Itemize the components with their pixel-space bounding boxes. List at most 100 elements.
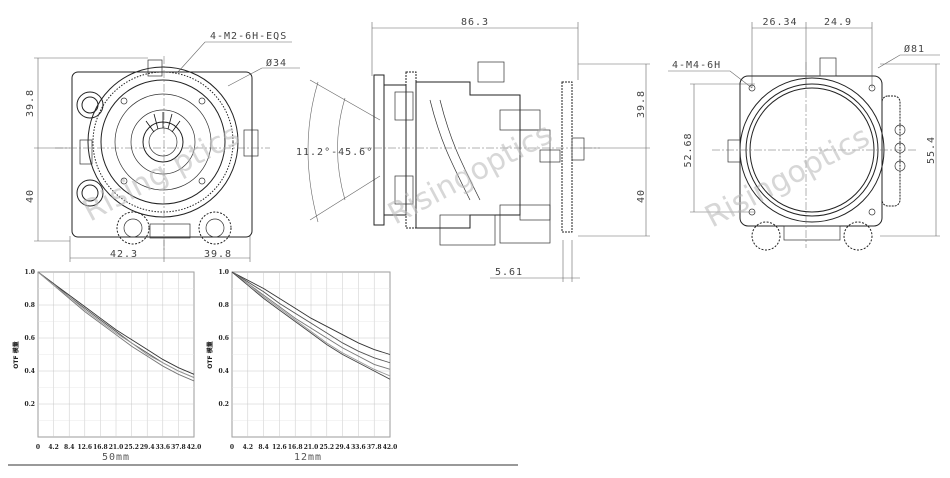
- rear-diameter: Ø81: [904, 43, 925, 55]
- x-tick-label: 37.8: [171, 444, 186, 451]
- x-tick-label: 25.2: [124, 444, 139, 451]
- front-screw-3: [120, 177, 128, 185]
- front-knob-top-left-inner: [81, 96, 99, 114]
- y-tick-label: 1.0: [219, 269, 229, 276]
- front-gear-left: [116, 211, 150, 245]
- dim-front-left: 42.3: [110, 249, 138, 260]
- side-dim-bottom: 40: [636, 189, 647, 203]
- front-knob-top-left: [76, 91, 104, 119]
- fov-ray-top: [309, 79, 381, 121]
- side-rear-stub: [571, 137, 585, 161]
- side-dim-top: 39.8: [636, 90, 647, 118]
- front-center-iris: [145, 112, 181, 133]
- front-ring-2: [114, 93, 212, 191]
- front-diameter: Ø34: [266, 57, 287, 69]
- x-tick-label: 42.0: [187, 444, 202, 451]
- x-tick-label: 4.2: [48, 444, 58, 451]
- side-view: 86.3 11.2°-45.6° 39.8 40 5.61: [296, 17, 650, 282]
- series-line: [231, 271, 391, 355]
- dim-front-bottom: 40: [25, 189, 36, 203]
- chart-grid: [231, 271, 391, 438]
- dim-front-right: 39.8: [204, 249, 232, 260]
- y-tick-label: 0.4: [25, 368, 35, 375]
- front-right-tab: [243, 129, 259, 157]
- side-front-block-bottom: [394, 175, 414, 205]
- front-knob-bottom-left-inner: [81, 184, 99, 202]
- rear-hole-1: [748, 84, 756, 92]
- y-tick-label: 0.2: [219, 401, 229, 408]
- front-view: 39.8 40 42.3 39.8 4-M2-6H-EQS Ø34: [25, 31, 300, 262]
- series-line: [37, 271, 195, 379]
- rear-view: 26.34 24.9 Ø81 4-M4-6H 52.68 55.4 R: [668, 17, 940, 251]
- x-tick-label: 29.4: [140, 444, 155, 451]
- chart-y-label: OTF 模量: [206, 341, 214, 368]
- y-tick-label: 1.0: [25, 269, 35, 276]
- front-screw-1: [120, 97, 128, 105]
- side-gear-ring-rear: [561, 81, 573, 233]
- fov-arc-inner: [337, 97, 346, 201]
- y-tick-label: 0.8: [25, 302, 35, 309]
- leader-diameter: [227, 67, 300, 87]
- side-bottom-motor: [499, 204, 551, 244]
- side-front-block-top: [394, 91, 414, 121]
- rear-left-tab: [727, 139, 741, 163]
- rear-side-knob-1: [894, 124, 906, 136]
- side-cam-slot-2: [439, 99, 481, 201]
- rear-hole-callout: 4-M4-6H: [672, 60, 721, 71]
- x-tick-label: 12.6: [272, 444, 287, 451]
- front-screw-2: [198, 97, 206, 105]
- fov-ray-bottom: [309, 175, 381, 221]
- x-tick-label: 42.0: [383, 444, 398, 451]
- y-tick-label: 0.2: [25, 401, 35, 408]
- front-gear-right: [198, 211, 232, 245]
- x-tick-label: 37.8: [367, 444, 382, 451]
- rear-dim-left: 26.34: [762, 17, 797, 28]
- rear-side-gear: [881, 95, 901, 207]
- chart-y-label: OTF 模量: [12, 341, 20, 368]
- front-gear-outer: [87, 66, 239, 218]
- series-line: [231, 271, 391, 380]
- front-gear-teeth: [92, 71, 234, 213]
- dim-front-top: 39.8: [25, 89, 36, 117]
- front-ring-3: [130, 109, 196, 175]
- chart-title: 12mm: [294, 452, 322, 463]
- x-tick-label: 25.2: [319, 444, 334, 451]
- x-tick-label: 0: [36, 444, 40, 451]
- front-bottom-block: [149, 223, 191, 239]
- series-line: [231, 271, 391, 364]
- front-gear-right-hub: [205, 218, 225, 238]
- series-line: [37, 271, 195, 375]
- front-top-connector: [147, 59, 163, 77]
- chart-y-ticks: 0.20.40.60.81.0: [219, 269, 229, 408]
- rear-gear-left: [751, 221, 781, 251]
- rear-dim-right: 24.9: [824, 17, 852, 28]
- x-tick-label: 16.8: [93, 444, 108, 451]
- front-knob-bottom-left: [76, 179, 104, 207]
- side-bottom-gear-box: [439, 214, 496, 246]
- rear-hole-4: [868, 208, 876, 216]
- rear-gear-right: [843, 221, 873, 251]
- y-tick-label: 0.8: [219, 302, 229, 309]
- series-line: [37, 271, 195, 382]
- front-left-tab: [79, 139, 93, 165]
- chart-series: [37, 271, 195, 382]
- x-tick-label: 33.6: [351, 444, 366, 451]
- side-fov-label: 11.2°-45.6°: [296, 147, 373, 158]
- chart-series: [231, 271, 391, 380]
- series-line: [231, 271, 391, 370]
- rear-hole-2: [868, 84, 876, 92]
- x-tick-label: 21.0: [304, 444, 319, 451]
- y-tick-label: 0.6: [25, 335, 35, 342]
- x-tick-label: 0: [230, 444, 234, 451]
- front-ring-1: [100, 79, 226, 205]
- chart-title: 50mm: [102, 452, 130, 463]
- side-rear-tab: [539, 149, 561, 163]
- chart-y-ticks: 0.2 0.4 0.6 0.8 1.0: [25, 269, 35, 408]
- side-connector: [477, 61, 505, 83]
- fov-arc-outer: [307, 81, 319, 223]
- x-tick-label: 8.4: [258, 444, 268, 451]
